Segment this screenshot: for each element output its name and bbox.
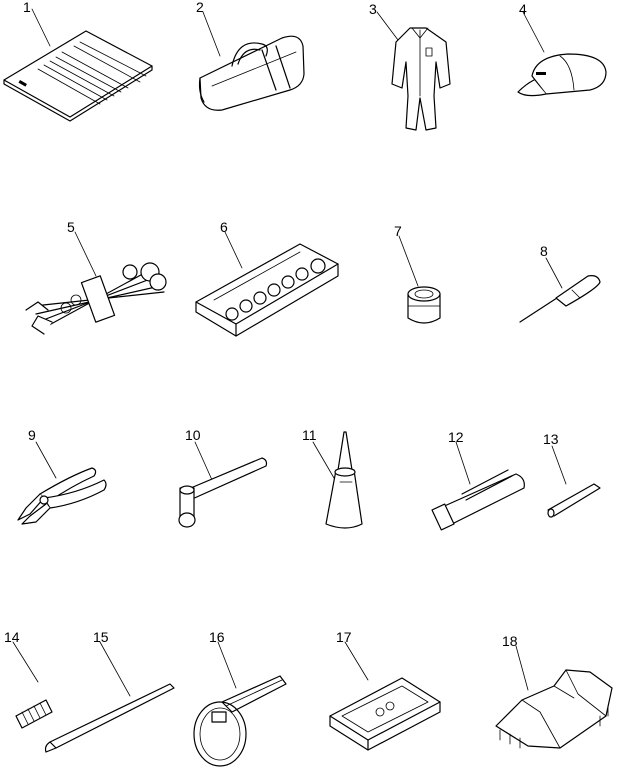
callout-5: 5 <box>67 219 75 235</box>
item-3-coveralls <box>376 11 451 131</box>
callout-1: 1 <box>23 0 31 15</box>
callout-8: 8 <box>540 243 548 259</box>
item-6-socket-set <box>195 231 339 337</box>
callout-2: 2 <box>196 0 204 15</box>
item-4-cap <box>517 11 607 97</box>
item-15-pry-bar <box>44 641 175 753</box>
callout-7: 7 <box>394 223 402 239</box>
callout-17: 17 <box>336 629 352 645</box>
callout-3: 3 <box>369 1 377 17</box>
callout-11: 11 <box>302 427 317 443</box>
item-14-spring <box>12 641 53 729</box>
item-11-oil-can <box>312 431 363 529</box>
item-5-wrench-set <box>25 231 167 335</box>
item-2-tool-bag <box>198 11 305 111</box>
item-18-cover <box>495 645 613 749</box>
item-13-pin-punch <box>547 445 601 518</box>
callout-16: 16 <box>209 629 225 645</box>
item-1-manual <box>3 8 153 122</box>
item-10-hammer <box>178 441 268 528</box>
callout-6: 6 <box>220 219 228 235</box>
callout-4: 4 <box>519 1 527 17</box>
callout-10: 10 <box>185 427 201 443</box>
callout-13: 13 <box>543 431 559 447</box>
callout-14: 14 <box>4 629 20 645</box>
item-8-screwdriver <box>519 257 601 323</box>
item-9-pliers <box>17 441 107 525</box>
item-17-case <box>329 641 441 751</box>
callout-12: 12 <box>448 429 464 445</box>
callout-15: 15 <box>93 629 109 645</box>
callout-9: 9 <box>28 427 36 443</box>
item-12-grease-gun <box>431 441 525 531</box>
callout-18: 18 <box>502 633 518 649</box>
item-7-socket <box>398 235 441 324</box>
item-16-filter-wrench <box>193 641 287 767</box>
